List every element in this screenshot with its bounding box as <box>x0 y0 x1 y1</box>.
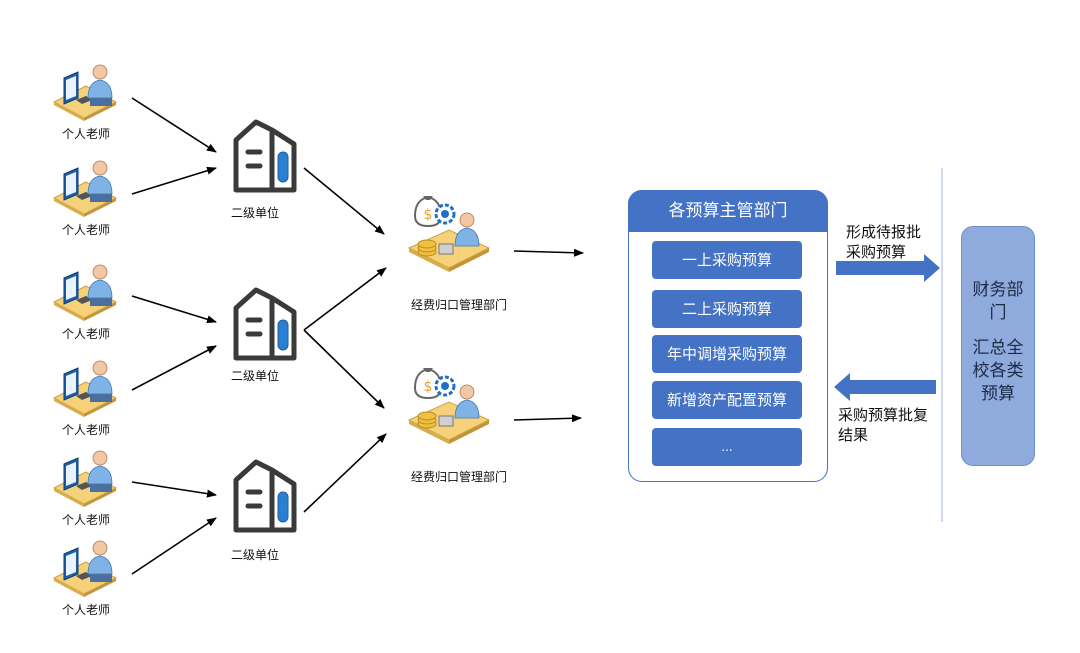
teacher-label: 个人老师 <box>61 603 111 617</box>
connector-teacher3-unit2 <box>131 295 217 324</box>
building-icon <box>228 286 302 362</box>
connector-unit1-dept1 <box>303 167 385 235</box>
finance-line-2: 门 <box>989 303 1007 323</box>
teacher-icon <box>52 448 118 508</box>
to-finance-label-line2: 采购预算 <box>846 243 907 261</box>
from-finance-label-line1: 采购预算批复 <box>838 406 929 424</box>
teacher-label: 个人老师 <box>61 223 111 237</box>
funding-manager-icon: $ <box>405 190 491 276</box>
teacher-label: 个人老师 <box>61 327 111 341</box>
funding-manager-icon: $ <box>405 362 491 448</box>
teacher-icon <box>52 358 118 418</box>
finance-line-5: 校各类 <box>972 361 1024 381</box>
teacher-label: 个人老师 <box>61 513 111 527</box>
from-finance-arrow <box>834 373 936 401</box>
finance-dept-box: 财务部 门 汇总全 校各类 预算 <box>961 226 1035 466</box>
connector-unit2-dept2 <box>303 329 385 409</box>
budget-item-more[interactable]: ... <box>652 428 802 466</box>
building-icon <box>228 118 302 194</box>
unit-label: 二级单位 <box>230 548 280 562</box>
budget-item-second-round[interactable]: 二上采购预算 <box>652 290 802 328</box>
teacher-icon <box>52 262 118 322</box>
connector-teacher1-unit1 <box>131 97 217 153</box>
from-finance-label: 采购预算批复 结果 <box>838 405 928 445</box>
finance-line-3 <box>962 325 1034 337</box>
connector-teacher5-unit3 <box>131 481 217 498</box>
teacher-icon <box>52 538 118 598</box>
budget-item-midyear-increase[interactable]: 年中调增采购预算 <box>652 335 802 373</box>
connector-teacher4-unit2 <box>131 345 217 391</box>
funding-dept-label: 经费归口管理部门 <box>410 298 508 312</box>
connector-unit2-dept1 <box>303 267 387 331</box>
finance-line-6: 预算 <box>981 384 1015 404</box>
unit-label: 二级单位 <box>230 206 280 220</box>
to-finance-arrow <box>836 254 940 282</box>
to-finance-label-line1: 形成待报批 <box>846 223 922 241</box>
connector-teacher2-unit1 <box>131 166 217 195</box>
budget-item-new-assets[interactable]: 新增资产配置预算 <box>652 381 802 419</box>
from-finance-label-line2: 结果 <box>838 426 869 444</box>
connector-dept1-budget <box>513 248 584 257</box>
svg-text:$: $ <box>424 207 433 223</box>
teacher-label: 个人老师 <box>61 127 111 141</box>
to-finance-label: 形成待报批 采购预算 <box>846 222 921 262</box>
budget-item-first-round[interactable]: 一上采购预算 <box>652 241 802 279</box>
finance-line-1: 财务部 <box>972 280 1024 300</box>
unit-label: 二级单位 <box>230 369 280 383</box>
budget-dept-panel: 各预算主管部门 一上采购预算 二上采购预算 年中调增采购预算 新增资产配置预算 … <box>628 190 828 482</box>
connector-dept2-budget <box>513 414 582 423</box>
connector-unit3-dept2 <box>303 433 387 513</box>
funding-dept-label: 经费归口管理部门 <box>410 470 508 484</box>
svg-text:$: $ <box>424 379 433 395</box>
teacher-icon <box>52 158 118 218</box>
building-icon <box>228 458 302 534</box>
connector-teacher6-unit3 <box>131 517 217 575</box>
teacher-icon <box>52 62 118 122</box>
finance-line-4: 汇总全 <box>972 338 1024 358</box>
budget-dept-title: 各预算主管部门 <box>628 190 828 232</box>
teacher-label: 个人老师 <box>61 423 111 437</box>
